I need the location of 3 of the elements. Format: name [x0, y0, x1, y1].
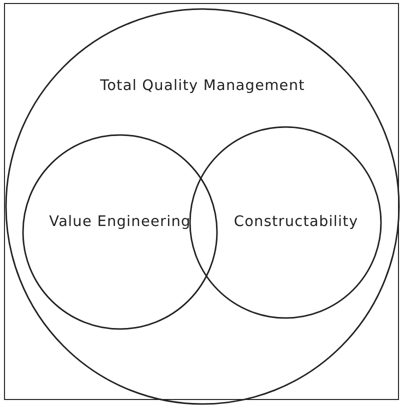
circle-label: Total Quality Management [99, 77, 306, 96]
circle-label: Value Engineering [48, 213, 192, 232]
circle-label: Constructability [232, 213, 360, 232]
